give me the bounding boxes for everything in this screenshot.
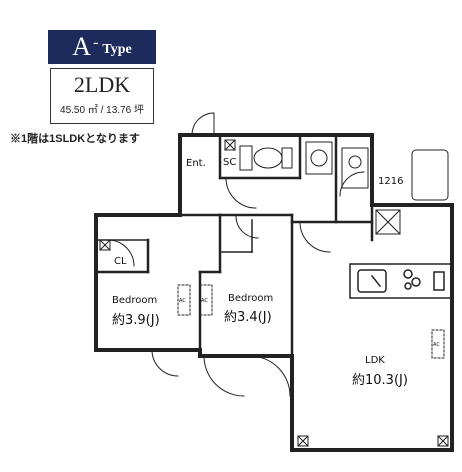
- bedroom1-size: 約3.9(J): [112, 313, 160, 328]
- ac-label-3: AC: [433, 342, 440, 348]
- bedroom1-name: Bedroom: [112, 295, 157, 306]
- floor-note: ※1階は1SLDKとなります: [10, 133, 140, 145]
- ac-label-2: AC: [201, 298, 208, 304]
- area-text: 45.50 ㎡ / 13.76 坪: [60, 105, 144, 116]
- closet-walls: [95, 219, 253, 253]
- kitchen-counter: [349, 263, 453, 299]
- spec-box: 2LDK 45.50 ㎡ / 13.76 坪: [50, 68, 154, 124]
- bedroom2-size: 約3.4(J): [224, 310, 272, 325]
- type-badge: A - Type: [48, 30, 156, 64]
- shoe-closet-label: SC: [223, 157, 236, 168]
- toilet: [239, 145, 293, 171]
- fridge-space: [411, 149, 449, 201]
- outer-walls: [94, 133, 454, 452]
- closet-label: CL: [114, 256, 127, 267]
- ac-units: [177, 284, 445, 359]
- closet-cross-marks: [99, 139, 449, 447]
- ldk-size: 約10.3(J): [352, 373, 408, 388]
- ac-label-1: AC: [179, 298, 186, 304]
- bedroom2-name: Bedroom: [228, 293, 273, 304]
- door-swings: [107, 112, 365, 397]
- type-letter: A: [72, 32, 92, 61]
- washbasin: [305, 141, 369, 189]
- shelf-label: 1216: [378, 176, 403, 187]
- type-word: Type: [102, 42, 132, 57]
- layout-code: 2LDK: [73, 72, 131, 97]
- type-separator: -: [93, 34, 99, 51]
- ldk-name: LDK: [365, 355, 385, 366]
- entrance-label: Ent.: [186, 158, 206, 169]
- window-marks: [118, 348, 442, 452]
